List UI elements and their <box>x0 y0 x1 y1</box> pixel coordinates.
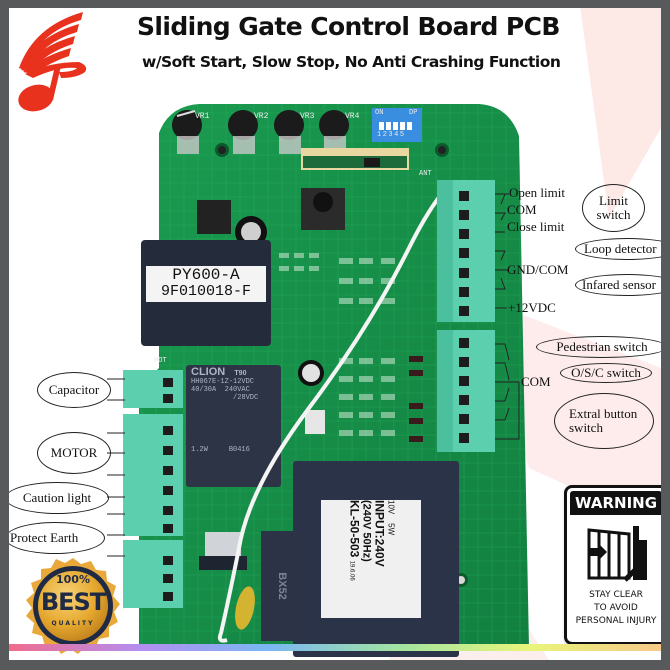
best-quality-badge: 100% BEST QUALITY <box>23 556 123 656</box>
transformer-label: 10V 5W INPUT:240V (240V 50Hz) KL-50-503 … <box>347 500 396 581</box>
sliding-gate-hazard-icon <box>587 526 647 582</box>
label-open-limit: Open limit <box>509 185 565 200</box>
oval-protect-earth: Protect Earth <box>9 522 105 554</box>
warning-sign: WARNING STAY CLEAR TO AVOID PERSONAL INJ… <box>564 485 661 653</box>
trimmer-label-vr4: VR4 <box>345 112 360 121</box>
badge-percent: 100% <box>56 573 90 586</box>
label-com-top: COM <box>507 202 537 217</box>
oval-capacitor: Capacitor <box>37 372 111 408</box>
antenna-label: ANT <box>419 170 432 178</box>
product-image: Sliding Gate Control Board PCB w/Soft St… <box>9 8 661 660</box>
oval-infrared-sensor: Infared sensor <box>575 274 661 296</box>
trimmer-label-vr1: VR1 <box>195 112 210 121</box>
trimmer-label-vr2: VR2 <box>254 112 269 121</box>
label-close-limit: Close limit <box>507 219 565 234</box>
power-relay-markings: CLION T90 HH067E-1Z-12VDC 40/30A 240VAC … <box>191 366 259 454</box>
badge-best: BEST <box>40 588 106 616</box>
label-12vdc: +12VDC <box>508 300 556 315</box>
warning-heading: WARNING <box>570 491 661 515</box>
dip-dp-label: DP <box>409 109 418 117</box>
badge-seal-icon <box>26 558 120 654</box>
music-note-logo-icon <box>18 12 87 112</box>
capacitor-marking: BX52 <box>276 572 288 600</box>
trimmer-potentiometers <box>172 110 349 154</box>
page-subtitle: w/Soft Start, Slow Stop, No Anti Crashin… <box>142 53 561 71</box>
right-terminal-block-bottom <box>437 330 495 452</box>
oval-loop-detector: Loop detector <box>575 238 661 260</box>
oval-motor: MOTOR <box>37 432 111 474</box>
page-title: Sliding Gate Control Board PCB <box>137 12 560 41</box>
main-relay-label: PY600-A 9F010018-F <box>146 266 266 302</box>
oval-pedestrian-switch: Pedestrian switch <box>536 336 661 358</box>
warning-message: STAY CLEAR TO AVOID PERSONAL INJURY <box>575 590 657 626</box>
badge-quality: QUALITY <box>51 620 95 627</box>
oval-caution-light: Caution light <box>9 482 109 514</box>
pcb-board <box>107 104 529 657</box>
trimmer-label-vr3: VR3 <box>300 112 315 121</box>
label-com-bottom: COM <box>521 374 551 389</box>
dip-switch-positions: 12345 <box>377 131 406 139</box>
oval-osc-switch: O/S/C switch <box>560 363 652 383</box>
dip-on-label: ON <box>375 109 384 117</box>
motor-header-label: MOT <box>154 357 167 365</box>
rainbow-footer-bar <box>9 644 661 651</box>
label-gnd-com: GND/COM <box>507 262 569 277</box>
